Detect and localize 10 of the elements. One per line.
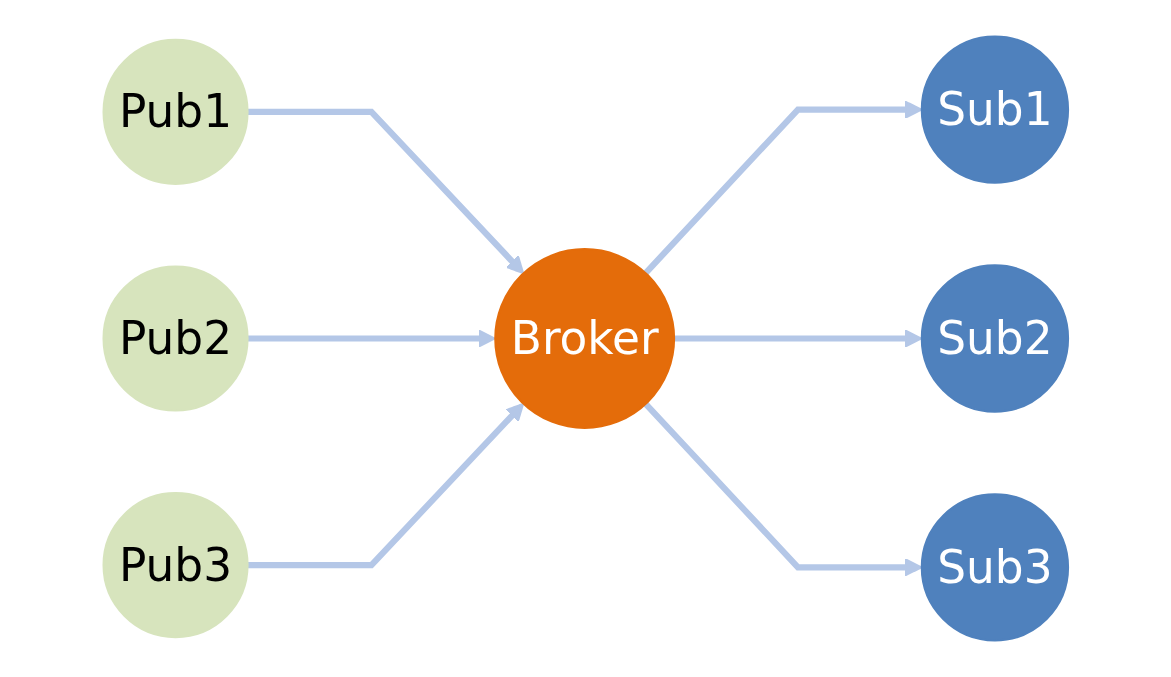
node-circle: Pub1: [102, 38, 249, 185]
node-circle: Pub2: [102, 265, 249, 412]
node-circle: Sub2: [920, 264, 1069, 413]
node-circle: Broker: [493, 248, 675, 429]
node-circle: Sub1: [920, 35, 1069, 184]
node-circle: Sub3: [920, 493, 1069, 642]
node-circle: Pub3: [102, 492, 249, 639]
arrow: [247, 329, 496, 348]
arrow: [247, 108, 524, 275]
arrow: [247, 402, 524, 569]
